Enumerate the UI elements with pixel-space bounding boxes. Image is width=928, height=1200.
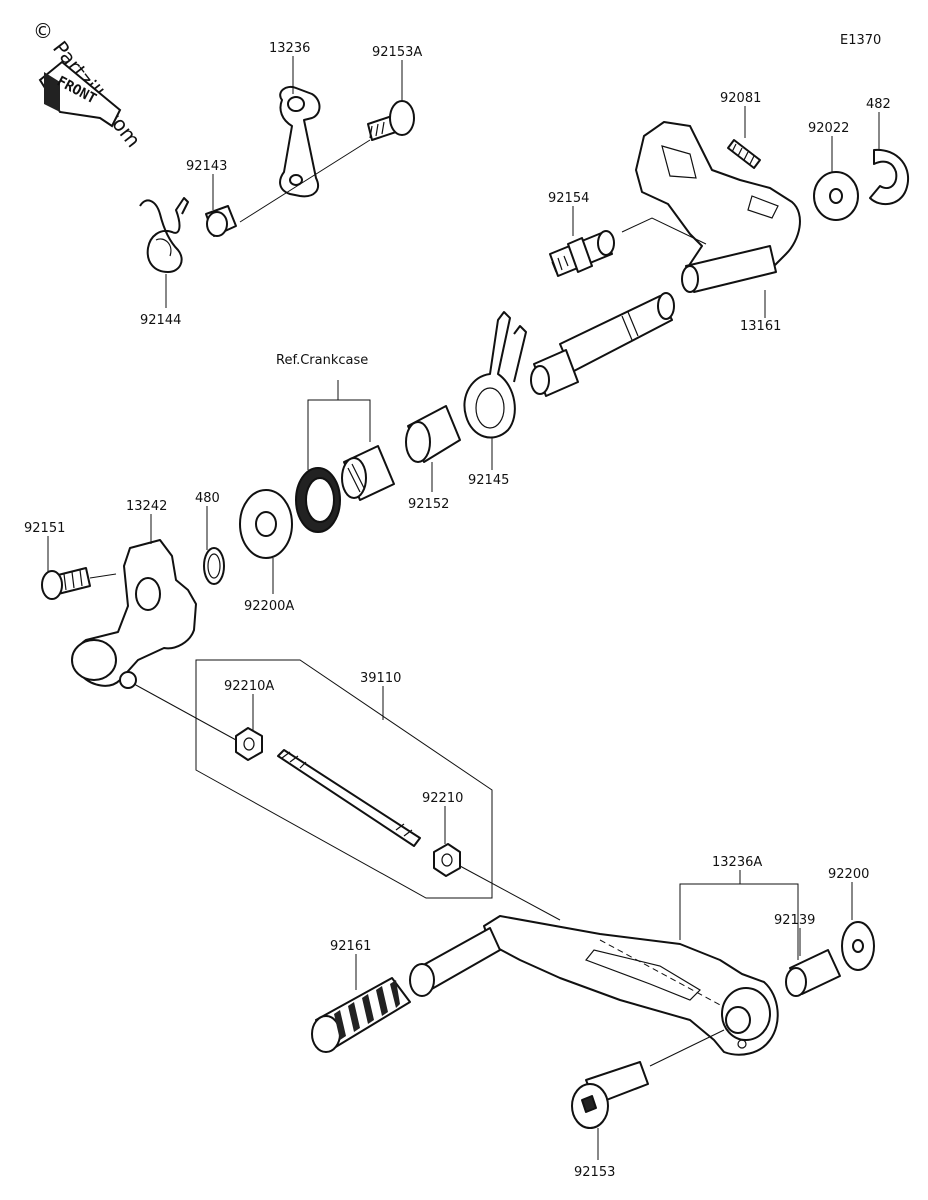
label-13161: 13161 <box>740 319 781 334</box>
part-13242-shift-lever <box>71 539 197 689</box>
label-92200: 92200 <box>828 867 869 882</box>
assembly-line-92210 <box>459 865 561 921</box>
copyright-symbol: © <box>33 19 53 43</box>
leader-lines <box>47 56 880 1160</box>
part-92200A-washer <box>239 489 293 559</box>
hidden-line-pedal <box>599 939 723 1007</box>
part-needle-bearing <box>341 445 395 501</box>
part-92144-spring <box>139 197 189 273</box>
label-92210A: 92210A <box>224 679 274 694</box>
part-footpeg-rubber <box>311 977 411 1053</box>
part-labels: 13236 92153A 92143 92144 92081 482 92022… <box>24 41 891 1180</box>
part-13236-link-arm <box>279 86 321 198</box>
assembly-line-92143 <box>239 139 371 223</box>
part-oil-seal <box>295 467 341 533</box>
label-92161: 92161 <box>330 939 371 954</box>
label-480: 480 <box>195 491 220 506</box>
label-ref-crankcase: Ref.Crankcase <box>276 353 368 368</box>
label-92151: 92151 <box>24 521 65 536</box>
label-92022: 92022 <box>808 121 849 136</box>
label-92143: 92143 <box>186 159 227 174</box>
label-92081: 92081 <box>720 91 761 106</box>
part-13161-shift-shaft <box>530 121 801 397</box>
label-92139: 92139 <box>774 913 815 928</box>
label-92210: 92210 <box>422 791 463 806</box>
part-92143-collar <box>205 205 237 237</box>
label-13242: 13242 <box>126 499 167 514</box>
ref-crankcase-bracket <box>307 380 371 470</box>
tie-rod-bracket <box>195 659 493 899</box>
assembly-line-92153 <box>649 1029 725 1067</box>
part-92200-washer <box>841 921 875 971</box>
part-92151-bolt <box>41 567 91 600</box>
part-92152-collar <box>405 405 461 463</box>
front-arrow-icon: FRONT <box>38 60 122 128</box>
diagram-code: E1370 <box>840 33 881 48</box>
label-13236A: 13236A <box>712 855 762 870</box>
part-92154-bolt <box>549 230 615 277</box>
part-92022-washer <box>813 171 859 221</box>
label-92153A: 92153A <box>372 45 422 60</box>
label-92153: 92153 <box>574 1165 615 1180</box>
assembly-line-92210A <box>133 683 237 741</box>
part-92153A-bolt <box>367 100 415 141</box>
part-92210-nut <box>433 843 461 877</box>
part-39110-tie-rod <box>277 749 421 847</box>
assembly-line-92151 <box>89 573 117 579</box>
label-92145: 92145 <box>468 473 509 488</box>
part-480-circlip <box>203 547 225 585</box>
label-92200A: 92200A <box>244 599 294 614</box>
label-482: 482 <box>866 97 891 112</box>
part-92081-spring <box>727 139 761 169</box>
label-13236: 13236 <box>269 41 310 56</box>
part-92145-spring <box>463 311 527 439</box>
pedal-assembly-bracket <box>679 870 799 960</box>
part-92153-bolt <box>571 1061 649 1129</box>
part-13236A-shift-pedal <box>483 915 779 1056</box>
part-92210A-nut <box>235 727 263 761</box>
label-92144: 92144 <box>140 313 181 328</box>
partzilla-watermark: © Partzilla.com FRONT <box>33 19 146 152</box>
label-92154: 92154 <box>548 191 589 206</box>
part-482-circlip <box>869 148 909 206</box>
part-92161-footpeg-pin <box>409 927 501 997</box>
assembly-line-92154 <box>621 217 707 245</box>
part-92139-collar <box>785 949 841 997</box>
label-39110: 39110 <box>360 671 401 686</box>
label-92152: 92152 <box>408 497 449 512</box>
